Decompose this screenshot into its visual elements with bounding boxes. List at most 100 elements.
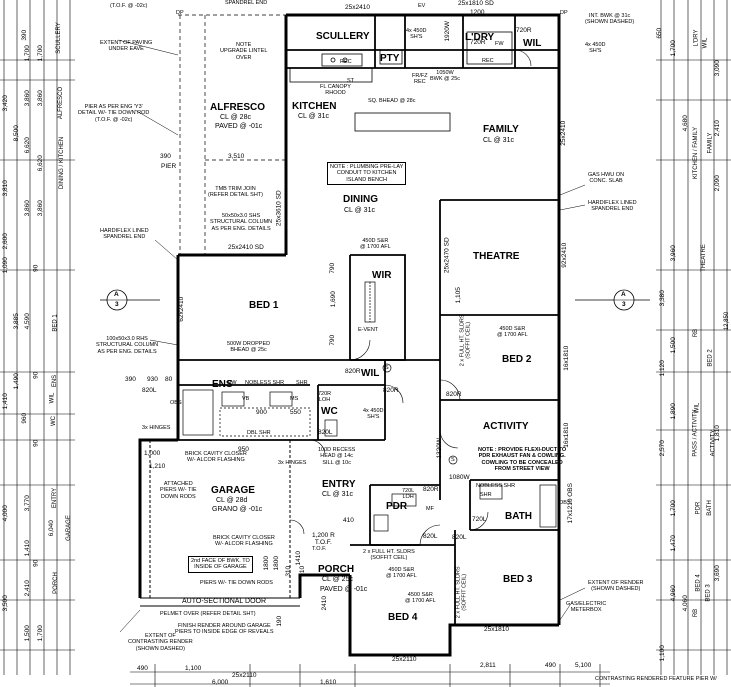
right-dim-4960: 4,960	[669, 585, 677, 602]
note-ev: EV	[418, 3, 426, 9]
left-dim-1090: 1,090	[1, 257, 9, 274]
right-dim-650: 650	[656, 27, 664, 39]
dim-3510: 3,510	[228, 153, 245, 160]
left-label-ens: ENS	[52, 374, 59, 388]
smoke-alarm-icons	[382, 363, 458, 465]
alfresco-ceiling: CL @ 28c	[220, 114, 251, 121]
room-pty: PTY	[380, 53, 400, 64]
note-tmb-trim: TMB TRIM JOIN (REFER DETAIL SHT)	[208, 186, 264, 199]
note-attached-piers: ATTACHED PIERS W/- TIE DOWN RODS	[160, 481, 197, 500]
left-label-wil: WIL	[49, 392, 56, 404]
note-sldrs-bed2: 2 x FULL HT. SLDRS (SOFFIT CEIL)	[459, 314, 472, 367]
note-fw: FW	[228, 380, 237, 386]
note-frfz: FR/FZ REC	[412, 73, 428, 86]
right-label-wil: WIL	[702, 37, 709, 49]
dim-top-1200: 1200	[470, 9, 485, 16]
note-v: VB	[242, 396, 250, 402]
dim-25x3610sd: 25x3610 SD	[275, 190, 283, 227]
right-label-bed4: BED 4	[695, 574, 702, 592]
left-dim-1490: 1,490	[12, 373, 20, 390]
dim-820r-c: 820R	[446, 391, 462, 398]
dim-820r-a: 820R	[345, 368, 361, 375]
left-label-dining: DINING / KITCHEN	[59, 136, 66, 190]
dim-390-mid: 390	[125, 376, 136, 383]
leader-lines	[117, 39, 586, 633]
dim-80: 80	[165, 376, 173, 383]
note-shr-right: SHR	[480, 492, 492, 498]
right-dim-3690: 3,690	[713, 565, 721, 582]
left-dim-1410b: 1,410	[23, 540, 31, 557]
left-dim-1500: 1,500	[23, 625, 31, 642]
right-label-rb: RB	[693, 328, 700, 338]
right-dim-2090: 2,090	[713, 175, 721, 192]
dim-17x1210: 17x1210 OBS	[566, 483, 574, 524]
alfresco-outline	[178, 14, 286, 255]
left-dim-col2-5: 90	[32, 371, 40, 379]
left-dim-960: 960	[21, 412, 29, 424]
note-ms: MS	[290, 396, 299, 402]
dim-5100: 5,100	[575, 662, 592, 669]
room-bed4: BED 4	[388, 612, 418, 623]
room-wc: WC	[321, 406, 338, 417]
note-extent-render-right: EXTENT OF RENDER (SHOWN DASHED)	[588, 580, 644, 593]
dim-16x1810-a: 16x1810	[563, 345, 571, 371]
porch-ceiling: CL @ 25c	[322, 576, 353, 583]
left-dim-8500: 8,500	[12, 125, 20, 142]
left-dim-2600: 2,600	[1, 233, 9, 250]
dim-25x2470sd: 25x2470 SD	[443, 237, 451, 274]
right-dim-2570: 2,570	[658, 440, 666, 457]
room-pdr: PDR	[386, 501, 408, 512]
smoke-alarm-label-1: S	[385, 365, 389, 371]
right-dim-2410: 2,410	[713, 120, 721, 137]
dim-900: 900	[256, 409, 267, 416]
note-exhaust: NOTE : PROVIDE FLEXI-DUCT TO PDR EXHAUST…	[478, 447, 567, 472]
left-dim-3860b: 3,860	[23, 200, 31, 217]
note-noless-shr: NOBLESS SHR	[245, 380, 285, 386]
left-dim-1700b: 1,700	[36, 625, 44, 642]
note-noless-bath: NOBLESS SHR	[476, 483, 516, 489]
note-pier-eng: PIER AS PER ENG 'Y3' DETAIL W/- TIE DOWN…	[78, 104, 150, 123]
smoke-alarm-label-2: S	[451, 457, 455, 463]
note-e-vent: E-VENT	[358, 327, 379, 333]
note-shr-left: SHR	[296, 380, 308, 386]
dim-top-720r: 720R	[516, 27, 532, 34]
note-dp-top: DP	[176, 10, 184, 16]
note-plumbing: NOTE : PLUMBING PRE-LAY CONDUIT TO KITCH…	[327, 162, 407, 185]
note-shs-450d-wil: 4x 450D SH'S	[363, 408, 384, 421]
dim-1080w: 1080W	[449, 474, 470, 481]
dim-490-right: 490	[545, 662, 556, 669]
dim-820l-b: 820L	[423, 533, 438, 540]
garage-ceiling: CL @ 28d	[216, 497, 248, 504]
room-wir: WIR	[372, 270, 392, 281]
left-label-scullery: SCULLERY	[55, 22, 62, 54]
room-bath: BATH	[505, 511, 533, 522]
note-finish-render: FINISH RENDER AROUND GARAGE PIERS TO INS…	[175, 623, 274, 636]
room-wil-top: WIL	[523, 38, 542, 49]
dim-25x2110: 25x2110	[392, 656, 417, 663]
garage-outline	[140, 440, 300, 607]
room-dining: DINING	[343, 194, 378, 205]
dim-550: 550	[290, 409, 301, 416]
left-dim-col2-6: 90	[32, 439, 40, 447]
dim-950: 950	[238, 446, 249, 453]
room-entry: ENTRY	[322, 479, 356, 490]
left-label-bed1: BED 1	[52, 314, 59, 332]
dim-790-b: 790	[329, 334, 337, 346]
dim-820l-a: 820L	[142, 387, 157, 394]
section-marker-left-number: 3	[115, 301, 119, 308]
dim-820l-d: 820L	[318, 429, 333, 436]
room-bed1: BED 1	[249, 300, 279, 311]
left-dim-3810: 3,810	[1, 180, 9, 197]
right-label-kitchen-family: KITCHEN / FAMILY	[693, 126, 700, 180]
dim-25x2410sd: 25x2410 SD	[228, 244, 264, 251]
right-label-bed3: BED 3	[705, 584, 712, 602]
right-label-pdr: PDR	[695, 501, 702, 515]
note-contrast-bottom: CONTRASTING RENDERED FEATURE PIER W/	[595, 676, 717, 682]
right-label-activity: ACTIVITY	[710, 429, 717, 457]
left-dim-col2-2: 6,620	[36, 155, 44, 172]
note-brick-closer-1: BRICK CAVITY CLOSER W/- ALCOR FLASHING	[185, 451, 247, 464]
right-label-theatre: THEATRE	[700, 244, 707, 272]
note-hinges-left: 3x HINGES	[142, 425, 171, 431]
note-hinges: 3x HINGES	[278, 460, 307, 466]
dim-62x2410: 62x2410	[178, 296, 186, 322]
